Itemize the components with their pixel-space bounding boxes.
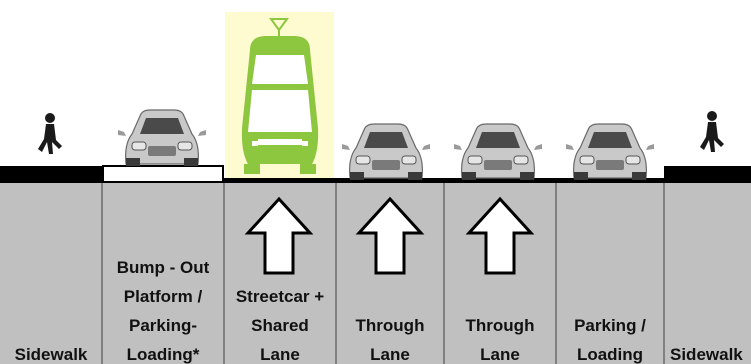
lane-label-line: Lane [370,345,410,364]
car-icon [453,123,543,181]
lane-label-line: Through [355,316,425,335]
lane-label-sidewalk-right: Sidewalk [664,340,751,364]
lane-label-line: Streetcar + [235,287,325,306]
sidewalk-curb-right [664,166,751,183]
pedestrian-icon [38,113,62,154]
lane-label-line: Through [465,316,535,335]
lane-label-line: Bump - Out [116,258,210,277]
lane-label-line: Sidewalk [670,345,743,364]
lane-label-through-1: Through Lane [336,311,444,364]
lane-label-line: Parking- [128,316,198,335]
lane-label-line: Shared [251,316,309,335]
lane-dividers [101,183,665,364]
streetcar-icon [225,12,334,178]
car-icon [341,123,431,181]
lane-label-line: Sidewalk [14,345,88,364]
roadway-surface-line [224,178,664,183]
lane-label-streetcar: Streetcar + Shared Lane [224,282,336,364]
lane-label-line: Lane [260,345,300,364]
lane-label-line: Loading* [126,345,200,364]
lane-label-parking: Parking / Loading [556,311,664,364]
car-icon [117,109,207,167]
lane-label-sidewalk-left: Sidewalk [0,340,102,364]
pedestrian-icon [700,111,724,152]
lane-label-line: Lane [480,345,520,364]
bump-out-platform [102,165,224,183]
lane-label-bump-out: Bump - Out Platform / Parking- Loading* [102,253,224,364]
lane-label-line: Platform / [123,287,203,306]
sidewalk-curb-left [0,166,102,183]
car-icon [565,123,655,181]
lane-label-line: Parking / [574,316,646,335]
lane-label-through-2: Through Lane [444,311,556,364]
lane-label-line: Loading [576,345,644,364]
